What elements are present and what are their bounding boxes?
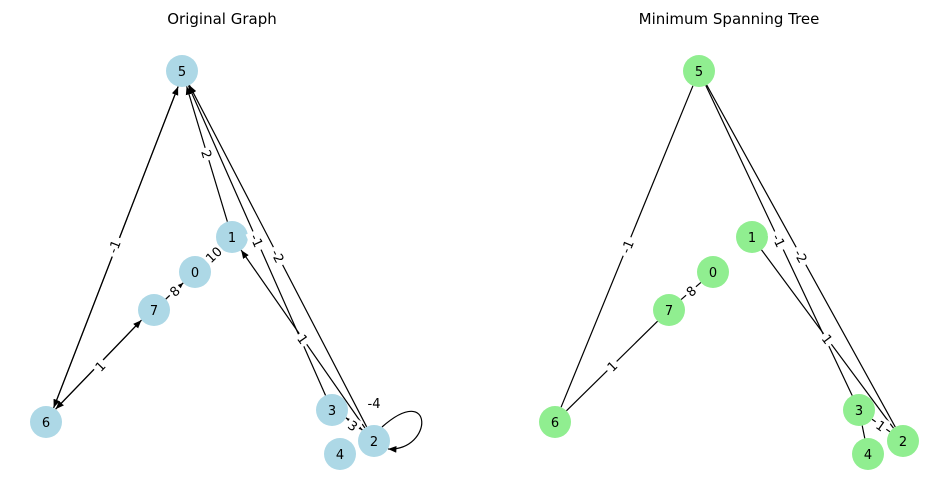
- node-6: [30, 406, 62, 438]
- edges: [560, 84, 896, 439]
- edge-label-background: [789, 243, 813, 269]
- node-0: [697, 256, 729, 288]
- edge-label-group: -2: [789, 243, 813, 269]
- edge-label-group: 8: [164, 280, 185, 302]
- node-label-2: 2: [370, 435, 378, 450]
- edge-label-background: [245, 228, 269, 253]
- node-label-7: 7: [665, 304, 673, 319]
- edge-label-group: -1: [615, 234, 639, 259]
- node-label-6: 6: [42, 416, 50, 431]
- node-label-0: 0: [709, 266, 717, 281]
- edges: [53, 84, 423, 453]
- node-label-3: 3: [328, 404, 336, 419]
- edge-label-group: 2: [197, 145, 217, 163]
- edge-label-6-7: 1: [93, 359, 110, 375]
- nodes: 5 1 0 7 6 3 2 4: [539, 55, 919, 470]
- edge-label-background: [767, 228, 791, 253]
- edge-label-group: 1: [817, 329, 838, 349]
- panel-title: Original Graph: [167, 10, 276, 28]
- node-label-6: 6: [551, 416, 559, 431]
- edge-label-group: -1: [245, 228, 269, 253]
- node-label-5: 5: [695, 65, 703, 80]
- edge-label-group: 1: [601, 355, 623, 377]
- edge-label-3-5: -1: [246, 232, 265, 250]
- edge-label-5-3: -1: [768, 232, 787, 250]
- edge-label-group: 1: [89, 355, 111, 377]
- node-7: [138, 294, 170, 326]
- node-5: [166, 55, 198, 87]
- edge-label-group: -2: [266, 243, 290, 269]
- edge-label-5-6: -1: [106, 238, 125, 256]
- edge-label-5-2: -2: [790, 247, 809, 266]
- edge-label-2-2: -4: [368, 397, 381, 412]
- edge-label-background: [601, 355, 623, 377]
- edge-label-group: 1: [292, 329, 314, 349]
- node-2: [887, 425, 919, 457]
- panel-title: Minimum Spanning Tree: [639, 10, 820, 28]
- node-4: [324, 438, 356, 470]
- node-label-7: 7: [150, 304, 158, 319]
- edge-label-background: [102, 234, 126, 259]
- edge-label-group: 3: [343, 415, 363, 436]
- edge-label-background: [343, 415, 363, 436]
- node-label-2: 2: [899, 435, 907, 450]
- edge-label-6-7: 1: [605, 359, 621, 376]
- edge-label-background: [817, 329, 838, 349]
- edge-label-background: [89, 355, 111, 377]
- edge-label-background: [680, 280, 702, 302]
- node-1: [216, 221, 248, 253]
- edge-label-background: [871, 415, 891, 436]
- edge-label-group: -1: [767, 228, 791, 253]
- edge-label-group: 1: [871, 415, 891, 436]
- node-4: [852, 438, 884, 470]
- edge-label-2-5: -2: [267, 247, 286, 265]
- node-7: [653, 294, 685, 326]
- edge-label-background: [615, 234, 639, 259]
- edge-label-background: [200, 241, 227, 268]
- edge-label-5-6: -1: [619, 238, 638, 256]
- node-3: [316, 394, 348, 426]
- node-label-5: 5: [178, 65, 186, 80]
- edge-label-background: [266, 243, 290, 269]
- edge-label-group: 8: [680, 280, 702, 302]
- node-label-3: 3: [855, 404, 863, 419]
- node-label-4: 4: [336, 448, 344, 463]
- node-label-1: 1: [748, 231, 756, 246]
- node-0: [179, 256, 211, 288]
- node-6: [539, 406, 571, 438]
- self-loop-edge-2: [381, 410, 423, 453]
- edge-3-4: [861, 425, 866, 439]
- node-3: [843, 394, 875, 426]
- node-label-1: 1: [228, 231, 236, 246]
- node-5: [683, 55, 715, 87]
- node-label-0: 0: [191, 266, 199, 281]
- edge-label-background: [292, 329, 314, 349]
- node-1: [736, 221, 768, 253]
- node-label-4: 4: [864, 448, 872, 463]
- edge-label-background: [364, 395, 384, 411]
- edge-label-group: -1: [102, 234, 126, 259]
- node-2: [358, 425, 390, 457]
- edge-label-background: [164, 280, 185, 302]
- edge-label-background: [197, 145, 217, 163]
